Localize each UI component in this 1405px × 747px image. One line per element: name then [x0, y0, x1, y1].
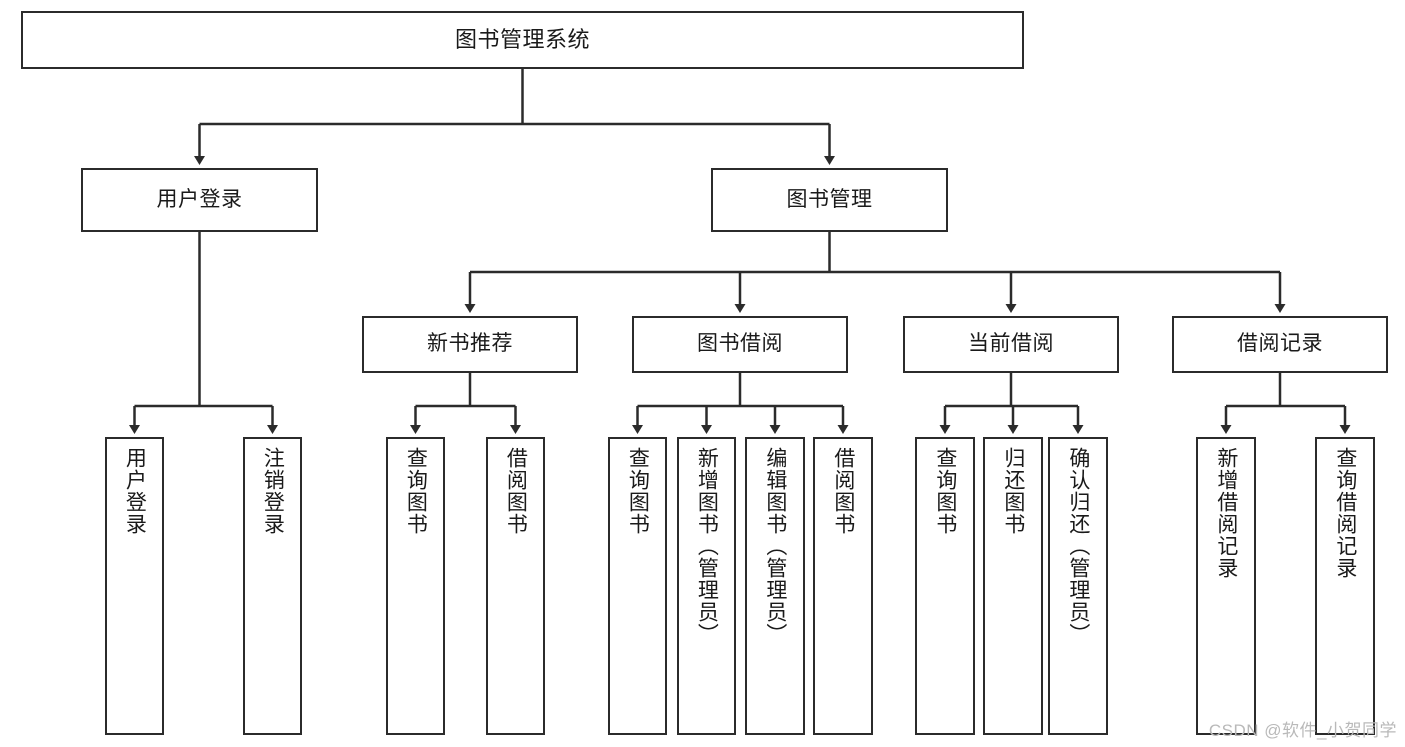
node-new-book-rec[interactable]: 新书推荐 [362, 316, 578, 373]
node-leaf-query-1[interactable]: 查询图书 [386, 437, 445, 735]
node-leaf-query-3[interactable]: 查询图书 [915, 437, 975, 735]
node-label: 确认归还（管理员） [1066, 447, 1090, 645]
node-leaf-return[interactable]: 归还图书 [983, 437, 1043, 735]
node-leaf-add-rec[interactable]: 新增借阅记录 [1196, 437, 1256, 735]
node-label: 用户登录 [156, 187, 243, 211]
node-label: 查询图书 [626, 447, 650, 535]
node-label: 借阅记录 [1237, 332, 1323, 356]
node-label: 图书管理 [786, 187, 873, 211]
node-label: 借阅图书 [504, 447, 528, 535]
node-leaf-query-rec[interactable]: 查询借阅记录 [1315, 437, 1375, 735]
node-label: 图书管理系统 [454, 27, 590, 53]
node-root[interactable]: 图书管理系统 [21, 11, 1024, 69]
node-label: 用户登录 [123, 447, 147, 535]
node-current-borrow[interactable]: 当前借阅 [903, 316, 1119, 373]
node-label: 新书推荐 [427, 332, 513, 356]
node-label: 注销登录 [261, 447, 285, 535]
node-label: 查询图书 [933, 447, 957, 535]
node-book-borrow[interactable]: 图书借阅 [632, 316, 848, 373]
node-label: 图书借阅 [697, 332, 783, 356]
node-leaf-borrow-2[interactable]: 借阅图书 [813, 437, 873, 735]
node-leaf-logout[interactable]: 注销登录 [243, 437, 302, 735]
node-leaf-edit-book[interactable]: 编辑图书（管理员） [745, 437, 805, 735]
node-label: 查询借阅记录 [1333, 447, 1357, 579]
node-label: 查询图书 [404, 447, 428, 535]
node-label: 归还图书 [1001, 447, 1025, 535]
node-leaf-add-book[interactable]: 新增图书（管理员） [677, 437, 736, 735]
node-leaf-borrow-1[interactable]: 借阅图书 [486, 437, 545, 735]
node-label: 当前借阅 [968, 332, 1054, 356]
node-book-manage[interactable]: 图书管理 [711, 168, 948, 232]
node-leaf-user-login[interactable]: 用户登录 [105, 437, 164, 735]
node-label: 新增图书（管理员） [695, 447, 719, 645]
node-leaf-query-2[interactable]: 查询图书 [608, 437, 667, 735]
node-leaf-confirm[interactable]: 确认归还（管理员） [1048, 437, 1108, 735]
node-label: 编辑图书（管理员） [763, 447, 787, 645]
node-label: 新增借阅记录 [1214, 447, 1238, 579]
node-borrow-record[interactable]: 借阅记录 [1172, 316, 1388, 373]
node-user-login[interactable]: 用户登录 [81, 168, 318, 232]
watermark-label: CSDN @软件_小贺同学 [1208, 721, 1397, 740]
node-label: 借阅图书 [831, 447, 855, 535]
